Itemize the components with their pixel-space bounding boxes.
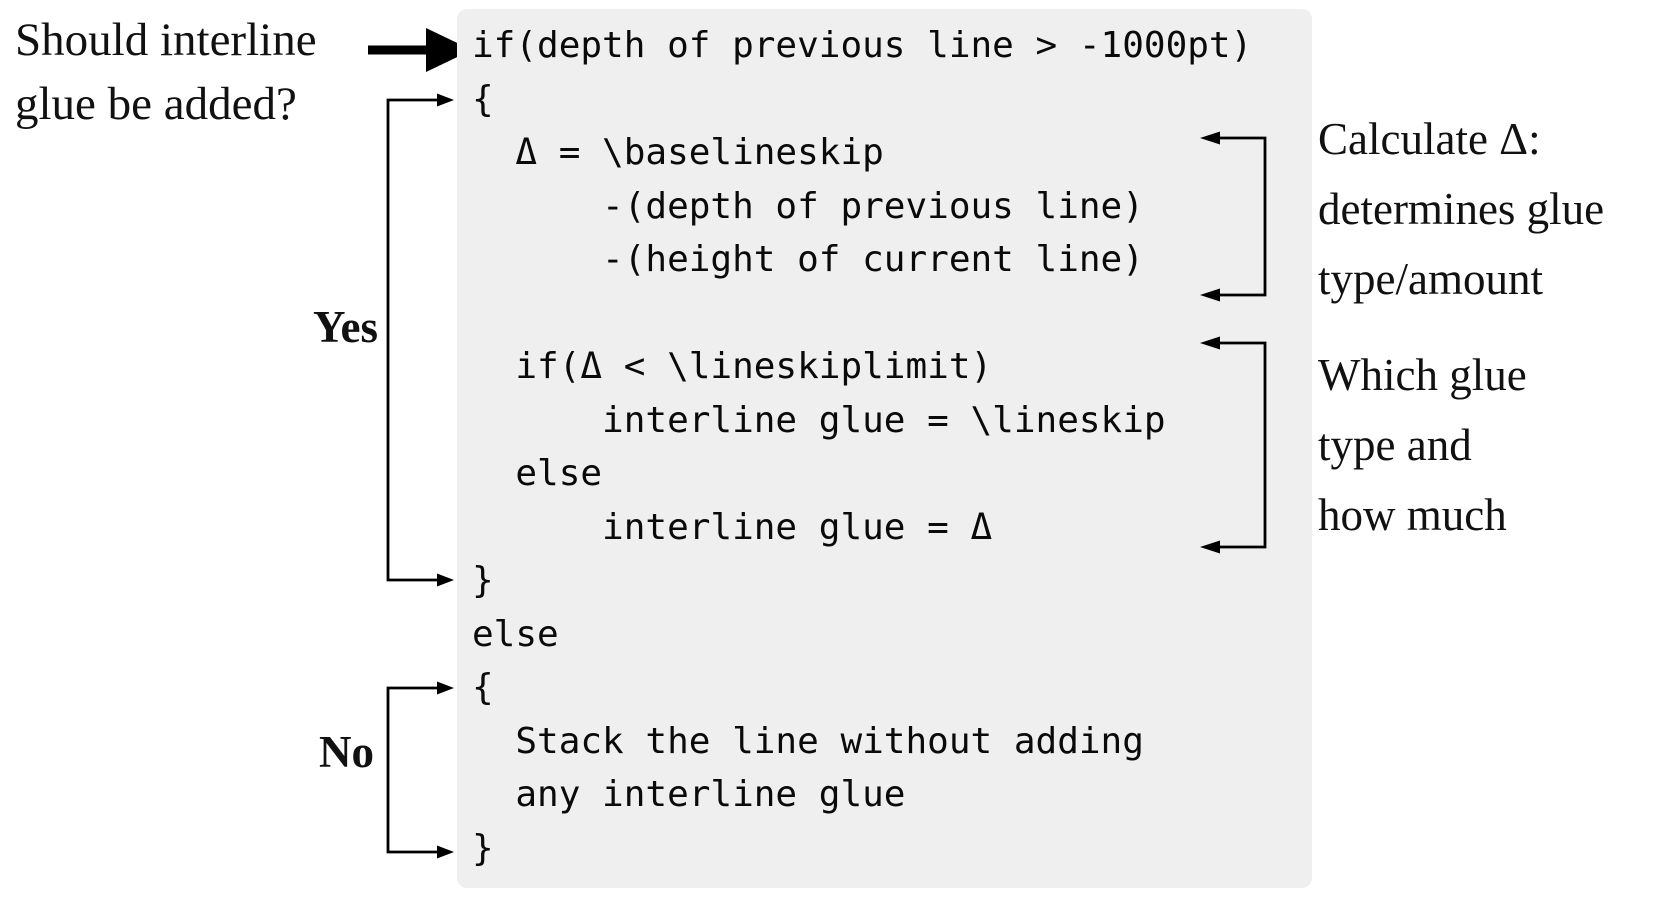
- calc-delta-annotation-line-3: type/amount: [1318, 254, 1543, 304]
- glue-choice-annotation-line-3: how much: [1318, 490, 1507, 540]
- question-line-1: Should interline: [15, 14, 317, 66]
- yes-label: Yes: [313, 302, 378, 352]
- calc-delta-bracket-arrow-icon: [1200, 131, 1267, 302]
- pseudocode-block: if(depth of previous line > -1000pt) { Δ…: [472, 25, 1253, 869]
- glue-choice-annotation: Which glue type and how much: [1318, 340, 1527, 550]
- no-label: No: [319, 727, 374, 777]
- glue-choice-bracket-arrow-icon: [1200, 336, 1267, 554]
- calc-delta-annotation-line-2: determines glue: [1318, 184, 1605, 234]
- question-text: Should interline glue be added?: [15, 8, 317, 136]
- calc-delta-annotation: Calculate Δ: determines glue type/amount: [1318, 104, 1604, 314]
- calc-delta-annotation-line-1: Calculate Δ:: [1318, 114, 1541, 164]
- main-flow-arrow-icon: [368, 28, 472, 72]
- glue-choice-annotation-line-2: type and: [1318, 420, 1472, 470]
- glue-choice-annotation-line-1: Which glue: [1318, 350, 1527, 400]
- yes-bracket-arrow-icon: [386, 93, 454, 587]
- no-bracket-arrow-icon: [386, 681, 454, 859]
- question-line-2: glue be added?: [15, 78, 297, 130]
- code-panel: [457, 9, 1312, 888]
